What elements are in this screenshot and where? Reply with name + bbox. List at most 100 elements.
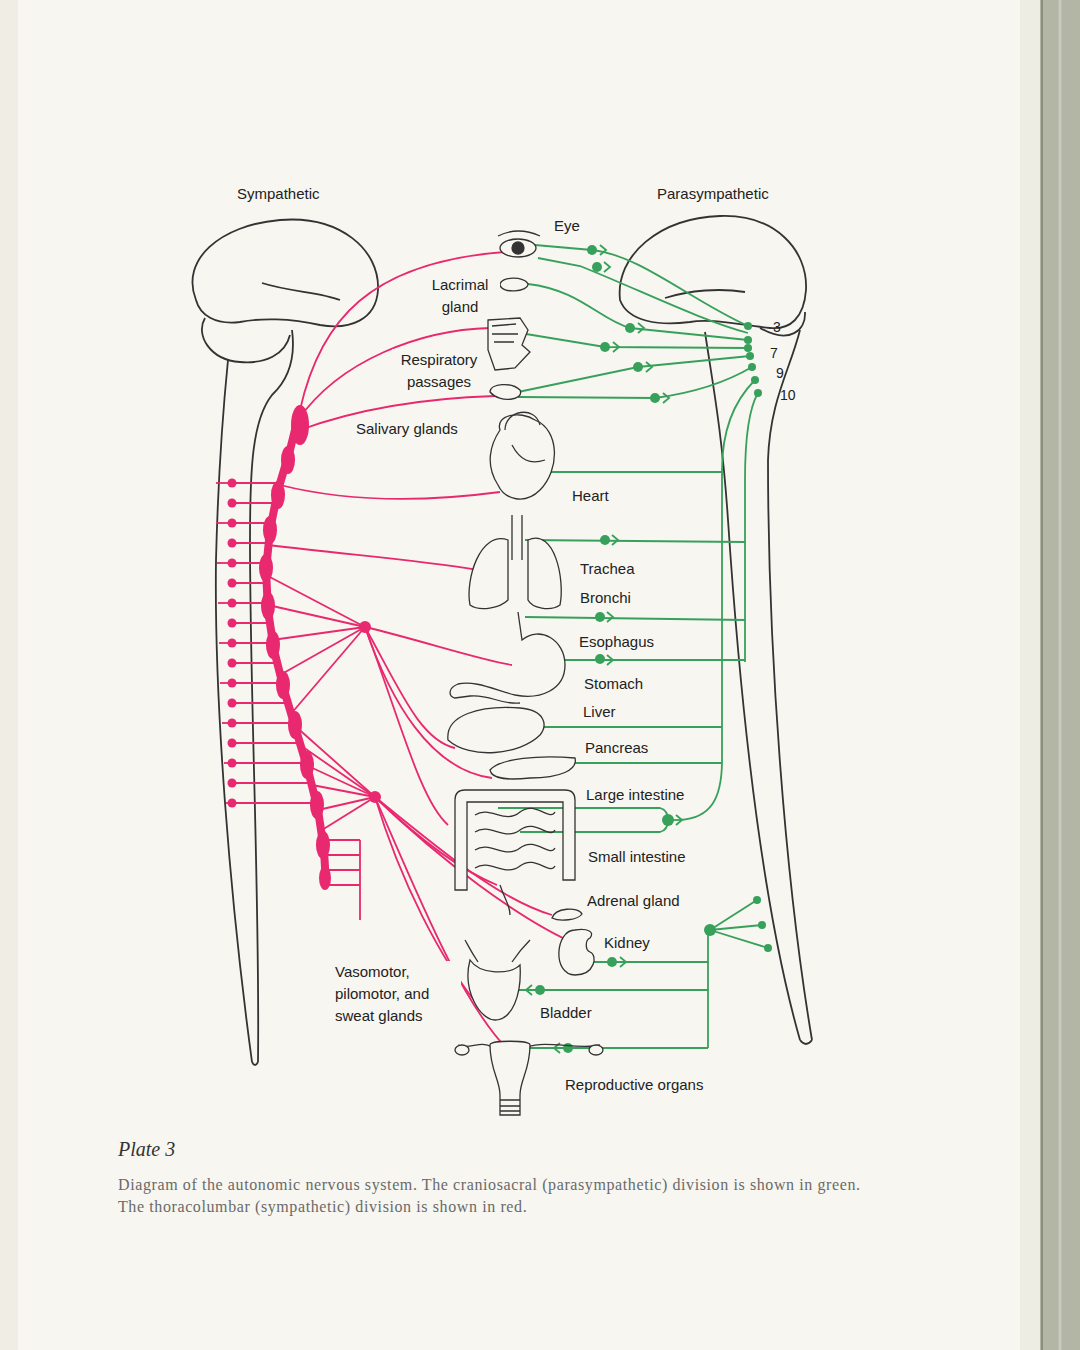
division-heading: Parasympathetic xyxy=(655,183,771,205)
organ-label: Salivary glands xyxy=(354,418,460,440)
sympathetic-chain xyxy=(228,739,237,748)
sympathetic-chain xyxy=(228,799,237,808)
parasympathetic-ganglion xyxy=(754,389,762,397)
page-ground xyxy=(1059,0,1062,1350)
organ-label: Liver xyxy=(581,701,618,723)
parasympathetic-nerve xyxy=(518,367,752,398)
parasympathetic-nerve xyxy=(530,726,722,728)
organ-label: Adrenal gland xyxy=(585,890,682,912)
organ-drawing xyxy=(488,318,530,370)
parasympathetic-ganglion xyxy=(704,924,716,936)
organ-label: Kidney xyxy=(602,932,652,954)
parasympathetic-nerve xyxy=(535,245,748,326)
spinal-cord-outline xyxy=(705,332,800,1040)
sympathetic-nerve xyxy=(290,627,365,715)
sympathetic-chain xyxy=(228,479,237,488)
organ-drawing xyxy=(498,231,540,236)
spinal-cord-outline xyxy=(768,330,812,1040)
organ-label: Small intestine xyxy=(586,846,688,868)
sympathetic-nerve xyxy=(232,662,277,664)
organ-label: Eye xyxy=(552,215,582,237)
sympathetic-nerve xyxy=(268,545,478,570)
organ-drawing xyxy=(500,1100,520,1111)
brain-outline xyxy=(665,290,745,298)
organ-label: Esophagus xyxy=(577,631,656,653)
parasympathetic-ganglion xyxy=(607,957,617,967)
sympathetic-chain xyxy=(271,481,285,509)
brain-outline xyxy=(760,312,805,335)
nerve-number: 10 xyxy=(778,384,798,406)
parasympathetic-ganglion xyxy=(748,363,756,371)
sympathetic-chain xyxy=(228,519,237,528)
parasympathetic-ganglion xyxy=(595,654,605,664)
sympathetic-nerve xyxy=(232,762,306,764)
sympathetic-chain xyxy=(228,405,382,890)
parasympathetic-nerve xyxy=(600,245,606,255)
organ-drawing xyxy=(455,790,575,890)
sympathetic-chain xyxy=(228,759,237,768)
parasympathetic-nerve xyxy=(560,762,722,764)
parasympathetic-nerve xyxy=(525,540,745,542)
sympathetic-chain xyxy=(228,539,237,548)
sympathetic-chain xyxy=(319,866,331,890)
organ-label: Large intestine xyxy=(584,784,686,806)
sympathetic-chain xyxy=(266,410,326,885)
sympathetic-nerve xyxy=(322,797,375,830)
organ-drawing xyxy=(512,445,545,462)
organ-drawing xyxy=(528,538,561,608)
parasympathetic-ganglion xyxy=(650,393,660,403)
sympathetic-chain xyxy=(300,751,314,779)
organ-drawing xyxy=(500,239,536,257)
sympathetic-chain xyxy=(228,499,237,508)
organ-drawing xyxy=(490,1041,530,1115)
parasympathetic-nerve xyxy=(613,342,619,352)
sympathetic-nerve xyxy=(232,782,311,784)
parasympathetic-ganglion xyxy=(592,262,602,272)
parasympathetic-ganglion xyxy=(633,362,643,372)
sympathetic-nerve xyxy=(365,627,512,665)
sympathetic-nerve xyxy=(326,854,360,856)
parasympathetic-ganglion xyxy=(764,944,772,952)
parasympathetic-ganglion xyxy=(563,1043,573,1053)
sympathetic-chain xyxy=(228,679,237,688)
organ-drawing xyxy=(450,612,565,703)
sympathetic-nerve xyxy=(232,622,270,624)
sympathetic-nerve xyxy=(216,252,578,1050)
sympathetic-chain xyxy=(259,554,273,582)
parasympathetic-nerve xyxy=(540,471,722,473)
organ-drawing xyxy=(468,960,520,1020)
sympathetic-chain xyxy=(359,621,371,633)
sympathetic-chain xyxy=(228,619,237,628)
organ-label: Trachea xyxy=(578,558,636,580)
organ-drawing xyxy=(500,278,528,291)
organ-drawing xyxy=(492,324,518,342)
parasympathetic-nerve xyxy=(663,393,669,403)
spinal-cord-outline xyxy=(216,360,252,1062)
organ-drawing xyxy=(512,242,524,254)
parasympathetic-ganglion xyxy=(587,245,597,255)
parasympathetic-nerve xyxy=(710,930,768,948)
sympathetic-nerve xyxy=(280,485,500,499)
page-ground xyxy=(0,0,18,1350)
sympathetic-chain xyxy=(281,446,295,474)
organ-drawing xyxy=(505,412,540,430)
sympathetic-nerve xyxy=(326,884,360,886)
parasympathetic-ganglion xyxy=(662,814,674,826)
organ-drawing xyxy=(500,885,510,915)
parasympathetic-nerve xyxy=(745,393,758,662)
organ-label: Heart xyxy=(570,485,611,507)
page-ground xyxy=(1020,0,1040,1350)
sympathetic-nerve xyxy=(232,502,275,504)
parasympathetic-nerve xyxy=(520,333,748,348)
organ-drawing xyxy=(552,909,582,920)
organ-drawing xyxy=(589,1045,603,1055)
parasympathetic-ganglion xyxy=(600,535,610,545)
organ-drawing xyxy=(455,1045,469,1055)
sympathetic-nerve xyxy=(365,627,448,825)
sympathetic-nerve xyxy=(280,627,365,675)
sympathetic-chain xyxy=(263,516,277,544)
sympathetic-chain xyxy=(228,779,237,788)
sympathetic-nerve xyxy=(232,722,294,724)
parasympathetic-nerve xyxy=(680,380,755,820)
